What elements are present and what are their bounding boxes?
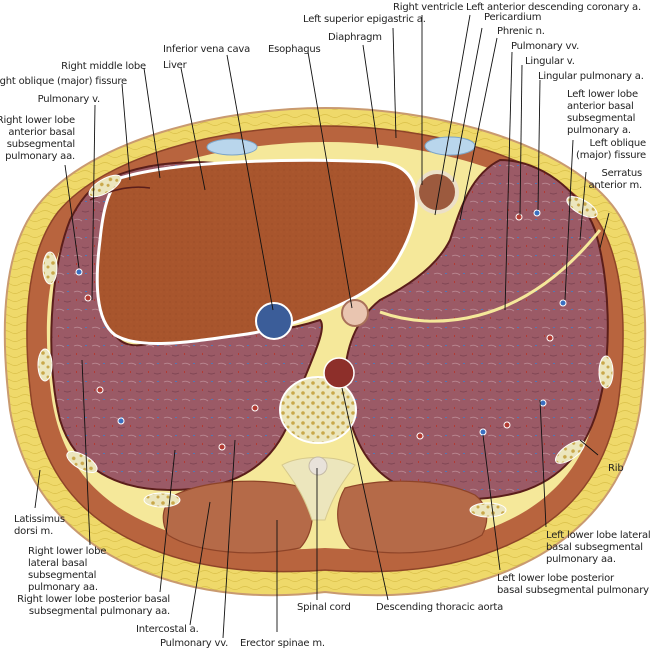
label-phrenic-n: Phrenic n. [497,26,545,37]
label-line: Latissimus [14,514,65,525]
vertebral-body [279,376,357,444]
label-right-oblique-fissure: Right oblique (major) fissure [0,76,127,87]
label-line: Left lower lobe [567,89,638,100]
label-line: Left lower lobe lateral [546,530,650,541]
label-latissimus-dorsi: Latissimus dorsi m. [14,514,65,538]
label-right-lower-lobe-posterior-basal: Right lower lobe posterior basal subsegm… [17,594,170,618]
label-right-lower-lobe-lateral-basal: Right lower lobe lateral basal subsegmen… [28,546,106,594]
label-line: subsegmental [567,113,636,124]
label-esophagus: Esophagus [268,44,321,55]
label-pericardium: Pericardium [484,12,542,23]
label-pulmonary-vv-top: Pulmonary vv. [511,41,580,52]
left-oblique-fissure-line [379,229,602,323]
label-line: (major) fissure [576,150,646,161]
label-line: anterior basal [567,101,634,112]
label-line: subsegmental [28,570,97,581]
label-left-anterior-descending: Left anterior descending coronary a. [466,2,641,13]
label-line: pulmonary aa. [546,554,616,565]
label-left-lower-lobe-lateral-basal: Left lower lobe lateral basal subsegment… [546,530,650,566]
pleural-fluid-left [424,136,476,156]
label-line: subsegmental pulmonary aa. [28,606,170,617]
label-line: basal subsegmental pulmonary a. [497,585,650,596]
label-lingular-pulmonary-a: Lingular pulmonary a. [538,71,644,82]
label-inferior-vena-cava: Inferior vena cava [163,44,251,55]
label-line: pulmonary aa. [28,582,98,593]
label-line: anterior m. [588,180,642,191]
label-pulmonary-vv-bottom: Pulmonary vv. [160,638,229,649]
label-line: Right lower lobe [0,115,75,126]
small-vessels [75,209,567,451]
erector-spinae-left [337,480,488,554]
right-oblique-fissure-line [89,186,151,201]
label-line: subsegmental [6,139,75,150]
label-intercostal-a: Intercostal a. [136,624,199,635]
label-line: Right lower lobe posterior basal [17,594,170,605]
label-line: Left lower lobe posterior [497,573,614,584]
label-descending-thoracic-aorta: Descending thoracic aorta [376,602,504,613]
label-diaphragm: Diaphragm [328,32,382,43]
liver [95,158,418,346]
label-pulmonary-v: Pulmonary v. [37,94,101,105]
label-spinal-cord: Spinal cord [297,602,351,613]
esophagus [341,299,369,327]
label-line: basal subsegmental [546,542,643,553]
spinal-cord [308,456,328,476]
right-ventricle [415,170,459,214]
label-right-lower-lobe-anterior-basal: Right lower lobe anterior basal subsegme… [0,115,75,163]
inferior-vena-cava [255,302,293,340]
label-line: lateral basal [28,558,88,569]
ribs [37,174,614,518]
label-liver: Liver [163,60,187,71]
label-line: Left oblique [589,138,647,149]
descending-aorta [323,357,355,389]
label-lingular-v: Lingular v. [525,56,575,67]
label-left-oblique-fissure: Left oblique (major) fissure [576,138,646,162]
label-line: Right lower lobe [28,546,107,557]
label-right-middle-lobe: Right middle lobe [61,61,146,72]
label-line: pulmonary a. [567,125,631,136]
label-left-lower-lobe-anterior-basal: Left lower lobe anterior basal subsegmen… [567,89,638,137]
label-line: anterior basal [8,127,75,138]
leader-lines [34,14,610,639]
label-serratus-anterior: Serratus anterior m. [588,168,642,192]
label-left-superior-epigastric: Left superior epigastric a. [303,14,426,25]
label-left-lower-lobe-posterior-basal: Left lower lobe posterior basal subsegme… [497,573,650,597]
label-line: pulmonary aa. [5,151,75,162]
label-right-ventricle: Right ventricle [393,2,464,13]
label-line: dorsi m. [14,526,54,537]
pleural-fluid-right [206,138,258,156]
label-line: Serratus [601,168,642,179]
erector-spinae-right [162,480,313,554]
label-erector-spinae: Erector spinae m. [240,638,325,649]
label-rib: Rib [608,463,624,474]
